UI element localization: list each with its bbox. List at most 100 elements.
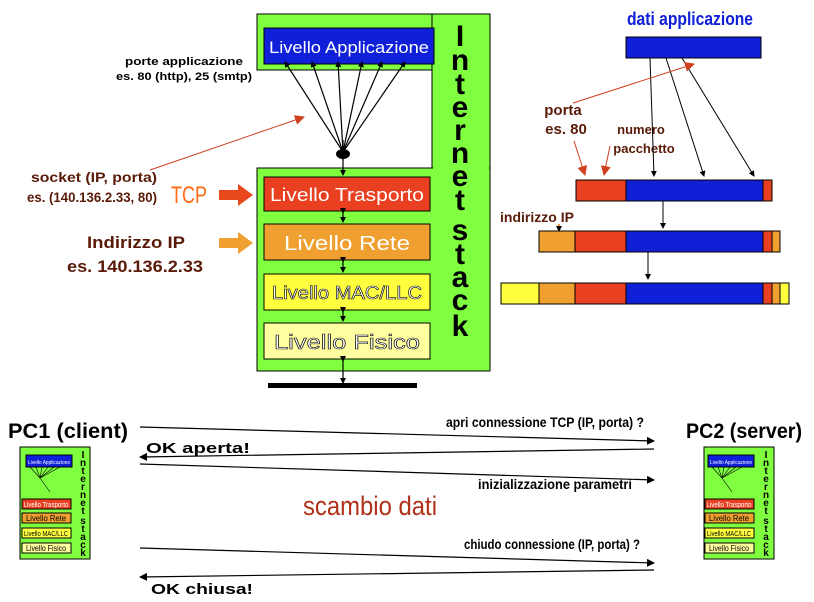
- mini-title-letter: e: [80, 474, 86, 485]
- network-layer-box: [263, 223, 431, 261]
- app-layer-box: [263, 27, 435, 65]
- tcp-label: TCP: [171, 182, 207, 209]
- ip-arrow: [219, 232, 253, 254]
- port-label-1: porta: [544, 102, 582, 119]
- mini-title-letter: t: [764, 506, 768, 517]
- msg-close-ok: OK chiusa!: [151, 581, 253, 598]
- mini-title-letter: a: [80, 532, 86, 543]
- mini-transport-label: Livello Trasporto: [24, 502, 69, 509]
- socket-label-1: socket (IP, porta): [31, 169, 157, 185]
- transport-layer-label: Livello Trasporto: [270, 185, 424, 205]
- mini-network-label: Livello Rete: [709, 514, 750, 523]
- physical-layer-box: [263, 322, 431, 360]
- stack-title-letter: e: [452, 160, 469, 193]
- mini-title-letter: t: [764, 524, 768, 535]
- mini-title-letter: e: [80, 498, 86, 509]
- segment-header: [575, 179, 627, 202]
- stack-vertical-title: I n t e r n e t s t a c k: [451, 20, 469, 343]
- tcp-arrow: [219, 184, 253, 206]
- mini-mac-label: Livello MAC/LLC: [707, 531, 751, 538]
- stack-title-letter: n: [451, 44, 469, 77]
- mini-title-letter: r: [764, 482, 768, 493]
- network-bus: [268, 383, 417, 388]
- ports-label-2: es. 80 (http), 25 (smtp): [116, 71, 252, 83]
- stack-title-letter: t: [455, 184, 465, 217]
- ip-header: [538, 230, 576, 253]
- stack-title-letter: s: [452, 214, 469, 247]
- mini-title-letter: t: [81, 524, 85, 535]
- ip-tcp-header: [574, 230, 627, 253]
- mini-title-letter: e: [763, 498, 769, 509]
- frame-header: [500, 282, 540, 305]
- mini-stack-pc2: Livello Applicazione Livello Trasporto L…: [703, 446, 775, 560]
- mini-title-letter: c: [763, 540, 769, 551]
- mini-title-letter: n: [763, 490, 769, 501]
- seq-label-2: pacchetto: [613, 141, 674, 156]
- encapsulation: dati applicazione porta es. 80 numero pa…: [500, 9, 790, 305]
- port-arrows: [284, 61, 406, 176]
- mini-mac-label: Livello MAC/LLC: [24, 531, 68, 538]
- segment-trailer: [762, 179, 773, 202]
- mini-title-letter: r: [81, 482, 85, 493]
- port-label-2: es. 80: [545, 121, 587, 138]
- frame-payload: [625, 282, 764, 305]
- ip-label-2: es. 140.136.2.33: [67, 257, 203, 276]
- mini-physical-label: Livello Fisico: [26, 544, 66, 553]
- stack-title-letter: n: [451, 137, 469, 170]
- mini-title-letter: t: [81, 506, 85, 517]
- mini-title-letter: n: [80, 490, 86, 501]
- stack-title-letter: I: [456, 20, 464, 53]
- stack-title-letter: t: [455, 238, 465, 271]
- pc1-label: PC1 (client): [8, 420, 128, 443]
- stack-title-letter: c: [452, 284, 469, 317]
- mini-title-letter: t: [81, 466, 85, 477]
- socket-node: [336, 149, 350, 159]
- internet-stack: Livello Applicazione Livello Trasporto L…: [256, 13, 491, 388]
- physical-layer-label: Livello Fisico: [274, 332, 420, 354]
- mac-layer-label: Livello MAC/LLC: [272, 283, 422, 303]
- socket-pointer-arrow: [149, 115, 305, 171]
- mini-title-letter: k: [80, 548, 86, 559]
- mini-title-letter: I: [82, 450, 85, 461]
- mini-title-letter: e: [763, 474, 769, 485]
- stack-title-letter: e: [452, 91, 469, 124]
- mini-title-letter: a: [763, 532, 769, 543]
- mini-app-label: Livello Applicazione: [710, 460, 752, 466]
- mini-stack-pc1: Livello Applicazione Livello Trasporto L…: [19, 446, 91, 560]
- mini-physical-label: Livello Fisico: [709, 544, 749, 553]
- mini-title-letter: k: [763, 548, 769, 559]
- mini-app-label: Livello Applicazione: [28, 460, 70, 466]
- mini-title-letter: n: [80, 458, 86, 469]
- mini-transport-label: Livello Trasporto: [707, 502, 752, 509]
- exchange-arrows: [139, 426, 655, 581]
- msg-open-ok: OK aperta!: [146, 440, 250, 457]
- pc2-label: PC2 (server): [686, 420, 802, 443]
- segment-payload: [625, 179, 764, 202]
- mini-title-letter: c: [80, 540, 86, 551]
- msg-close-request: chiudo connessione (IP, porta) ?: [464, 536, 640, 552]
- socket-label-2: es. (140.136.2.33, 80): [27, 189, 157, 205]
- stack-title-letter: a: [452, 261, 469, 294]
- mac-layer-box: [263, 273, 431, 311]
- stack-title-letter: r: [454, 114, 466, 147]
- stack-title-letter: t: [455, 68, 465, 101]
- network-layer-label: Livello Rete: [284, 233, 410, 255]
- stack-title-letter: k: [452, 310, 469, 343]
- mini-title-letter: s: [80, 516, 86, 527]
- data-exchange-label: scambio dati: [303, 491, 437, 521]
- mini-network-label: Livello Rete: [26, 514, 67, 523]
- mini-title-letter: I: [765, 450, 768, 461]
- app-data-label: dati applicazione: [627, 9, 753, 29]
- msg-init-params: inizializzazione parametri: [478, 476, 632, 492]
- mini-title-letter: t: [764, 466, 768, 477]
- app-data-box: [625, 36, 762, 59]
- ip-payload: [625, 230, 764, 253]
- seq-label-1: numero: [617, 122, 665, 137]
- ports-label-1: porte applicazione: [125, 56, 243, 68]
- msg-open-request: apri connessione TCP (IP, porta) ?: [446, 414, 644, 430]
- ip-label-1: Indirizzo IP: [87, 233, 185, 252]
- mini-title-letter: n: [763, 458, 769, 469]
- transport-layer-box: [263, 176, 431, 212]
